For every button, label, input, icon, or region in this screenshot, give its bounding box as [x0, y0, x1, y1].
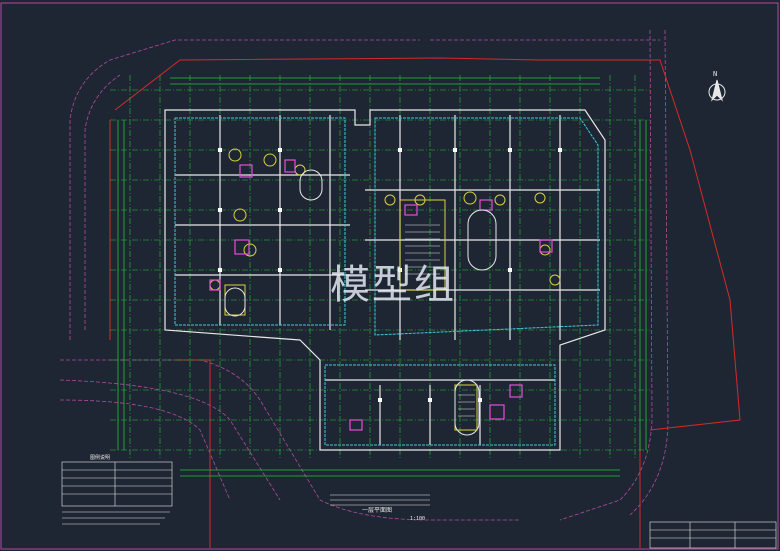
watermark: 模型组 [330, 262, 456, 308]
parking-stripes [330, 494, 430, 506]
inner-partitions [174, 117, 599, 446]
legend-notes [62, 511, 170, 525]
ramps [224, 169, 497, 436]
north-arrow-icon [708, 79, 726, 102]
dimension-lines [117, 77, 647, 477]
title-block [649, 521, 777, 549]
stair-cores [209, 159, 553, 431]
scale-note: 1:100 [410, 516, 425, 522]
site-roads [59, 29, 669, 521]
legend-table [61, 461, 173, 507]
plan-title: 一层平面图 [362, 507, 392, 514]
legend-title: 图例说明 [90, 454, 110, 461]
north-label: N [713, 70, 717, 78]
stair-hatching [405, 224, 475, 417]
